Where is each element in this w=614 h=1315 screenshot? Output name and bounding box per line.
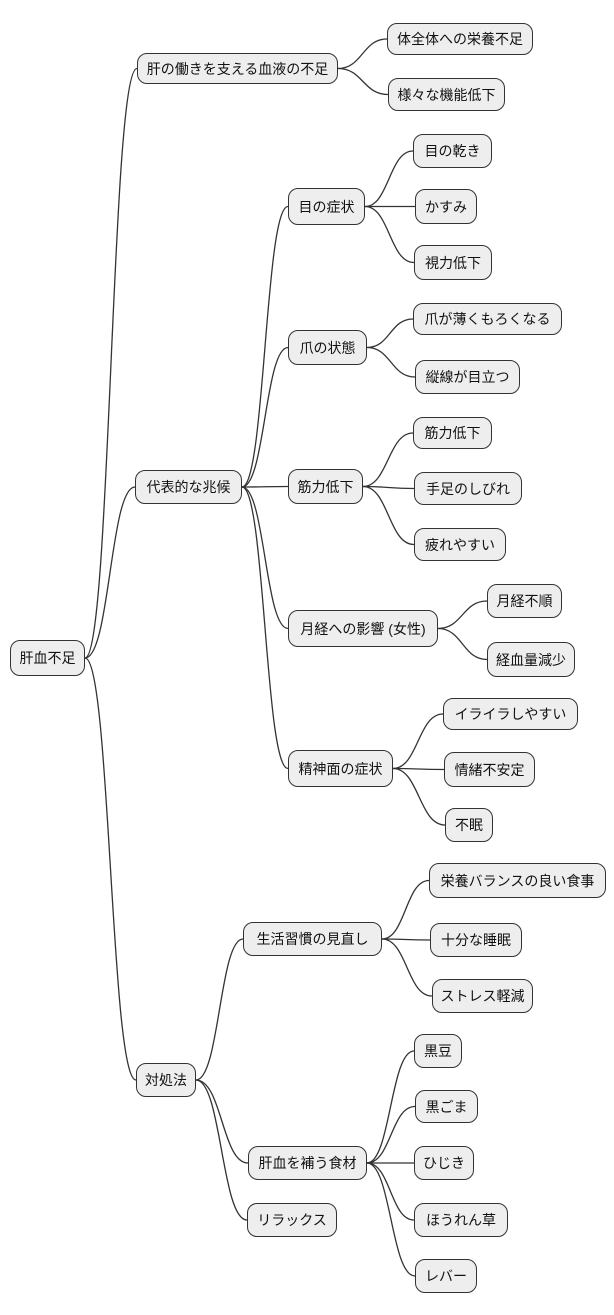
mindmap-node-food-c1: 黒豆: [414, 1034, 462, 1068]
mindmap-node-relax: リラックス: [247, 1203, 337, 1237]
edge-foods-to-food-c1: [366, 1050, 415, 1164]
edge-menstrual-to-men-c1: [437, 600, 488, 630]
edge-signs-to-mental: [241, 486, 289, 770]
mindmap-node-food-c3: ひじき: [414, 1146, 474, 1180]
edge-measures-to-lifestyle: [195, 938, 244, 1081]
edge-root-to-blood: [84, 67, 138, 659]
edge-signs-to-eye: [241, 205, 289, 488]
mindmap-node-eye-c1: 目の乾き: [413, 134, 492, 168]
edge-blood-to-blood-c2: [337, 67, 389, 96]
edge-signs-to-nail: [241, 346, 289, 488]
mindmap-node-root: 肝血不足: [10, 640, 85, 676]
edge-root-to-measures: [84, 657, 137, 1081]
mindmap-node-blood: 肝の働きを支える血液の不足: [137, 53, 338, 84]
mindmap-node-nail-c1: 爪が薄くもろくなる: [413, 303, 562, 335]
edge-lifestyle-to-life-c3: [381, 938, 433, 997]
edge-foods-to-food-c5: [366, 1162, 416, 1277]
mindmap-node-muscle-c2: 手足のしびれ: [414, 472, 522, 505]
mindmap-node-food-c4: ほうれん草: [414, 1203, 508, 1237]
edge-root-to-signs: [84, 486, 136, 659]
edge-muscle-to-muscle-c2: [362, 485, 415, 490]
mindmap-node-menstrual: 月経への影響 (女性): [288, 610, 438, 647]
mindmap-node-blood-c2: 様々な機能低下: [388, 78, 505, 111]
edge-foods-to-food-c4: [366, 1162, 415, 1221]
edge-lifestyle-to-life-c2: [381, 938, 431, 941]
edge-measures-to-relax: [195, 1079, 248, 1221]
mindmap-node-food-c2: 黒ごま: [415, 1090, 478, 1123]
mindmap-node-nail-c2: 縦線が目立つ: [415, 360, 520, 394]
mindmap-node-eye-c3: 視力低下: [414, 245, 492, 280]
mindmap-node-muscle-c1: 筋力低下: [413, 417, 492, 449]
edge-eye-to-eye-c1: [364, 150, 414, 208]
edge-mental-to-mental-c1: [392, 713, 444, 770]
edge-nail-to-nail-c1: [366, 318, 414, 349]
mindmap-node-life-c3: ストレス軽減: [432, 979, 533, 1013]
edge-foods-to-food-c2: [366, 1105, 416, 1164]
edge-measures-to-foods: [195, 1079, 249, 1164]
edge-mental-to-mental-c3: [392, 767, 446, 826]
mindmap-node-life-c1: 栄養バランスの良い食事: [429, 863, 606, 898]
edge-signs-to-muscle: [241, 485, 289, 488]
mindmap-node-muscle: 筋力低下: [288, 469, 363, 504]
mindmap-node-mental: 精神面の症状: [288, 750, 393, 787]
mindmap-node-mental-c3: 不眠: [445, 808, 493, 842]
mindmap-node-measures: 対処法: [136, 1063, 196, 1097]
mindmap-node-signs: 代表的な兆候: [135, 470, 242, 504]
edge-muscle-to-muscle-c1: [362, 432, 414, 488]
mindmap-node-food-c5: レバー: [415, 1259, 477, 1293]
mindmap-node-eye-c2: かすみ: [415, 189, 477, 224]
edge-nail-to-nail-c2: [366, 346, 416, 378]
mindmap-node-men-c2: 経血量減少: [487, 642, 575, 677]
mindmap-node-nail: 爪の状態: [288, 330, 367, 365]
mindmap-node-lifestyle: 生活習慣の見直し: [243, 922, 382, 956]
mindmap-node-blood-c1: 体全体への栄養不足: [387, 23, 533, 55]
edge-signs-to-menstrual: [241, 486, 289, 630]
mindmap-node-eye: 目の症状: [288, 188, 365, 225]
edge-mental-to-mental-c2: [392, 767, 445, 771]
edge-menstrual-to-men-c2: [437, 627, 488, 661]
edge-blood-to-blood-c1: [337, 38, 388, 70]
mindmap-node-men-c1: 月経不順: [487, 584, 562, 618]
mindmap-node-mental-c2: 情緒不安定: [444, 752, 535, 787]
edge-eye-to-eye-c3: [364, 205, 415, 264]
edge-lifestyle-to-life-c1: [381, 879, 430, 940]
edge-muscle-to-muscle-c3: [362, 485, 415, 546]
mindmap-node-life-c2: 十分な睡眠: [430, 923, 522, 957]
mindmap-node-mental-c1: イライラしやすい: [443, 698, 578, 730]
mindmap-node-muscle-c3: 疲れやすい: [414, 528, 506, 561]
mindmap-node-foods: 肝血を補う食材: [248, 1146, 367, 1180]
